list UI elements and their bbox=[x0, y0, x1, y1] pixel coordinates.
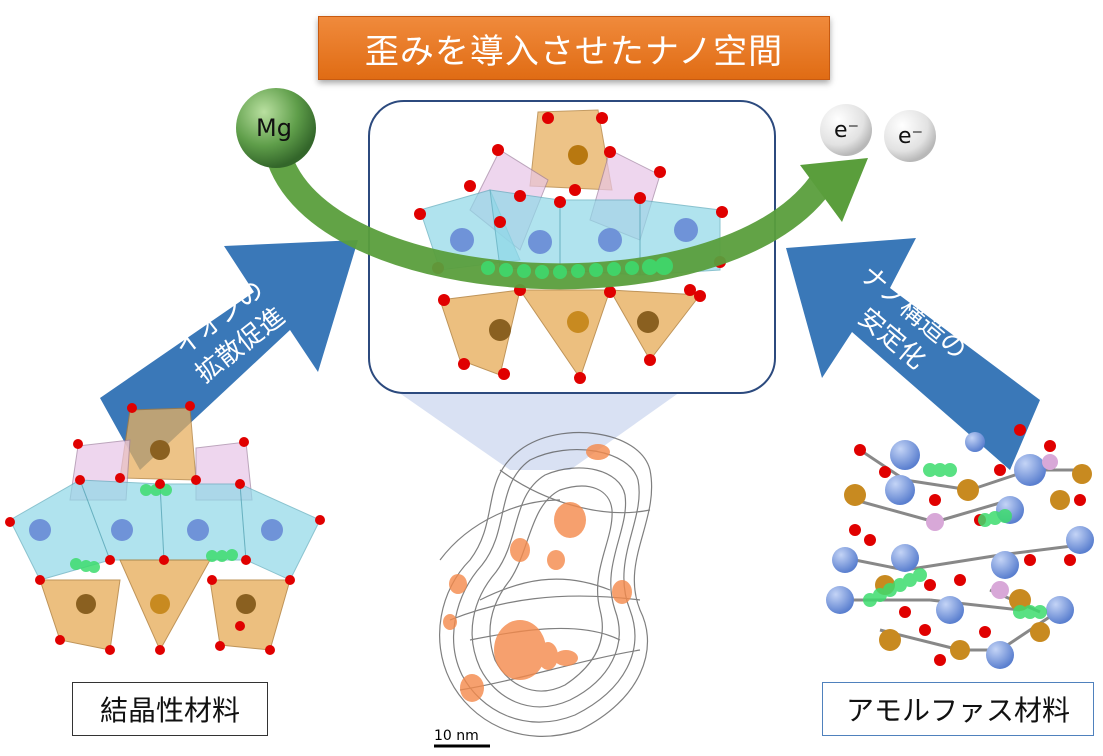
crystalline-structure bbox=[5, 401, 325, 655]
electron-label-2: e⁻ bbox=[898, 124, 924, 149]
mg-ion-sphere bbox=[236, 88, 316, 168]
electron-sphere-2 bbox=[884, 110, 936, 162]
crystalline-material-label: 結晶性材料 bbox=[72, 682, 268, 736]
electron-sphere-1 bbox=[820, 104, 872, 156]
scale-bar-label: 10 nm bbox=[434, 728, 479, 744]
center-ion-trail bbox=[481, 257, 673, 279]
green-arrow-head bbox=[800, 158, 868, 222]
projection-cone bbox=[398, 392, 680, 470]
nano-space-mesh bbox=[434, 432, 653, 748]
green-curve-arrow bbox=[267, 147, 833, 290]
mg-label: Mg bbox=[256, 114, 292, 142]
right-blue-arrow bbox=[786, 238, 1040, 470]
diagram-title: 歪みを導入させたナノ空間 bbox=[318, 16, 830, 80]
amorphous-material-label: アモルファス材料 bbox=[822, 682, 1094, 736]
electron-label-1: e⁻ bbox=[834, 118, 860, 143]
center-structure bbox=[414, 109, 728, 384]
amorphous-structure bbox=[826, 424, 1094, 669]
